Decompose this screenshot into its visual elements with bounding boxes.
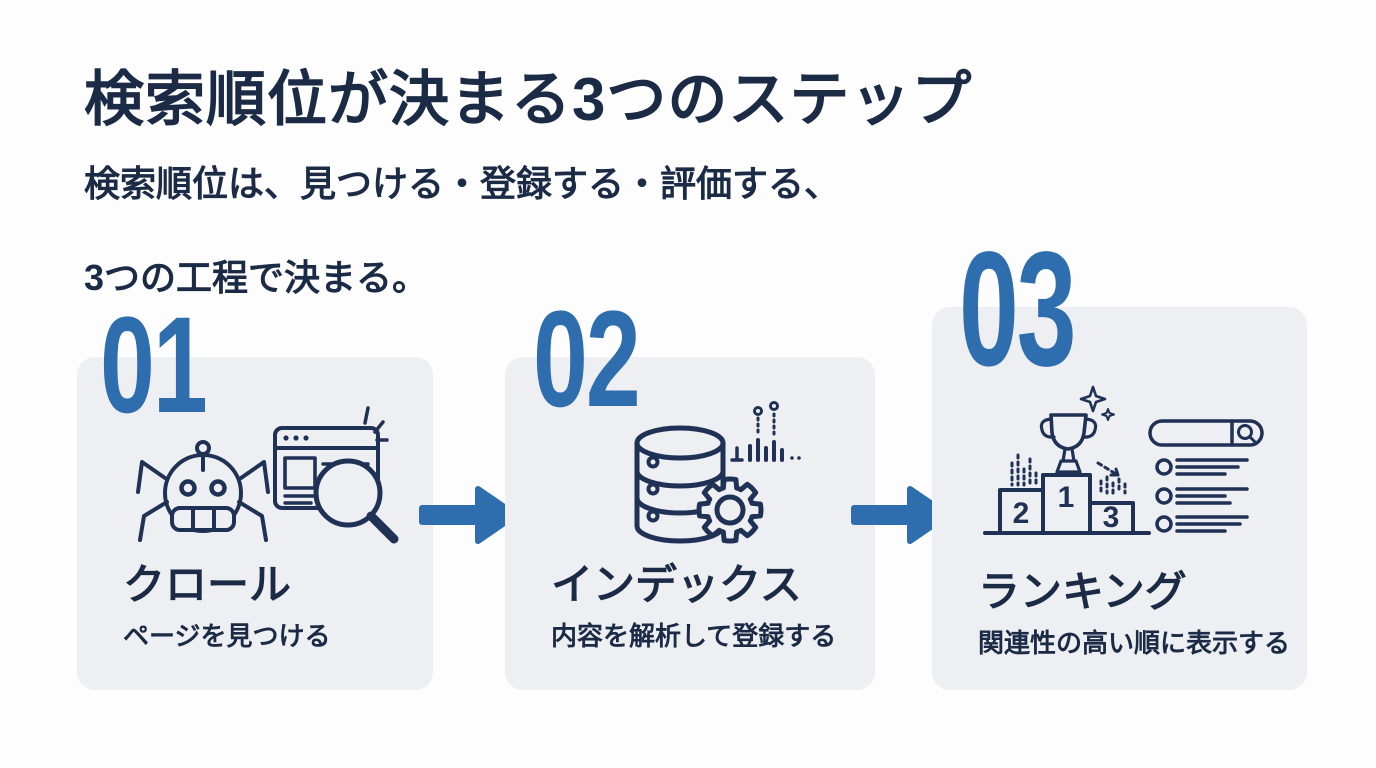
step-title-crawl: クロール (123, 561, 292, 608)
step-desc-crawl: ページを見つける (123, 621, 331, 651)
podium-rank-1: 1 (1058, 481, 1075, 514)
step-card-crawl: 01 (77, 297, 433, 690)
step-title-index: インデックス (551, 561, 802, 608)
podium-rank-3: 3 (1103, 501, 1120, 534)
browser-magnifier-icon (273, 406, 399, 544)
step-number-1: 01 (100, 289, 208, 442)
step-desc-ranking: 関連性の高い順に表示する (978, 628, 1291, 658)
podium-rank-2: 2 (1013, 497, 1030, 530)
step-number-2: 02 (533, 283, 641, 436)
gear-icon (696, 476, 764, 544)
database-icon (634, 401, 801, 544)
step-card-ranking: 03 (932, 227, 1307, 690)
page-title: 検索順位が決まる3つのステップ (84, 66, 973, 133)
subtitle-line-2: 3つの工程で決まる。 (84, 257, 429, 298)
step-title-ranking: ランキング (978, 568, 1187, 615)
arrow-right-icon (851, 486, 951, 544)
arrow-right-icon (419, 486, 519, 544)
crawler-robot-icon (136, 406, 399, 544)
analytics-bars-icon (730, 401, 801, 462)
search-results-icon (1148, 419, 1264, 533)
step-desc-index: 内容を解析して登録する (551, 621, 837, 651)
step-card-index: 02 (505, 291, 875, 690)
page-subtitle: 検索順位は、見つける・登録する・評価する、 3つの工程で決まる。 (84, 160, 840, 301)
subtitle-line-1: 検索順位は、見つける・登録する・評価する、 (84, 163, 841, 204)
podium-trophy-icon: 2 1 3 (983, 385, 1151, 535)
step-number-3: 03 (959, 217, 1077, 400)
